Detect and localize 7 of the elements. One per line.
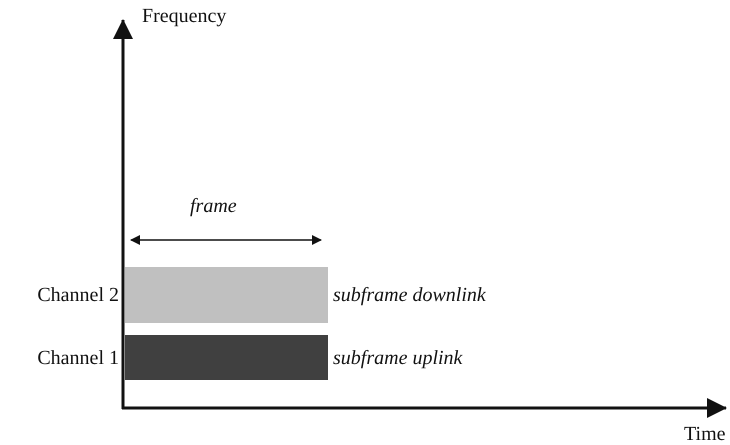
subframe-label: subframe uplink [333,348,462,368]
axis-title: Time [684,424,726,444]
subframe-label: subframe downlink [333,285,486,305]
dimension-label: frame [190,196,237,216]
axis-title: Frequency [142,6,226,26]
channel-label: Channel 2 [37,285,119,305]
channel-label: Channel 1 [37,348,119,368]
